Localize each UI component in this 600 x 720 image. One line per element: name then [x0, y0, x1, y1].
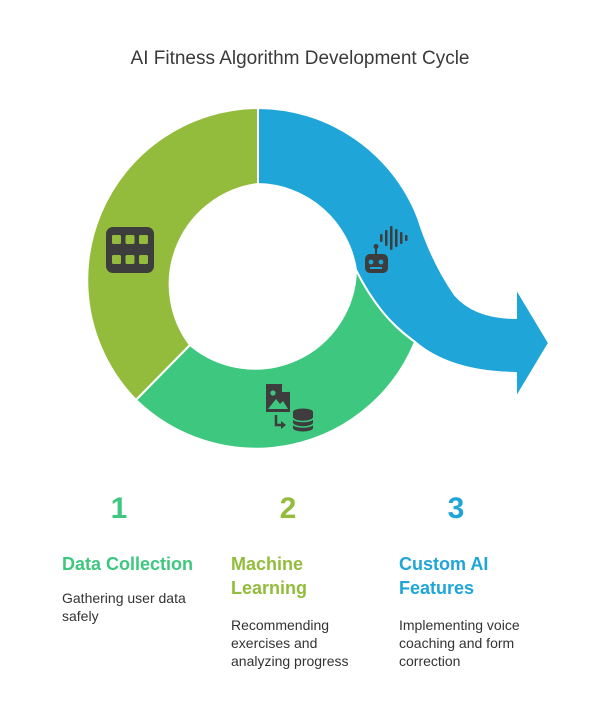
machine-learning-segment [86, 107, 259, 401]
step-2-number: 2 [279, 492, 297, 525]
step-3-number: 3 [447, 492, 465, 525]
step-2-description: Recommending exercises and analyzing pro… [231, 617, 349, 669]
step-2-title: Machine Learning [231, 554, 308, 598]
grid-icon [106, 227, 154, 273]
step-1-title: Data Collection [62, 554, 194, 574]
file-to-database-icon [266, 384, 314, 432]
step-3-description: Implementing voice coaching and form cor… [399, 617, 520, 669]
data-collection-segment [135, 269, 416, 450]
page-title: AI Fitness Algorithm Development Cycle [130, 48, 470, 69]
custom-ai-arrow-segment [257, 107, 550, 399]
robot-voice-icon [365, 226, 408, 273]
step-1-number: 1 [110, 492, 128, 525]
step-1-description: Gathering user data safely [62, 590, 186, 624]
step-3-title: Custom AI Features [399, 554, 489, 598]
